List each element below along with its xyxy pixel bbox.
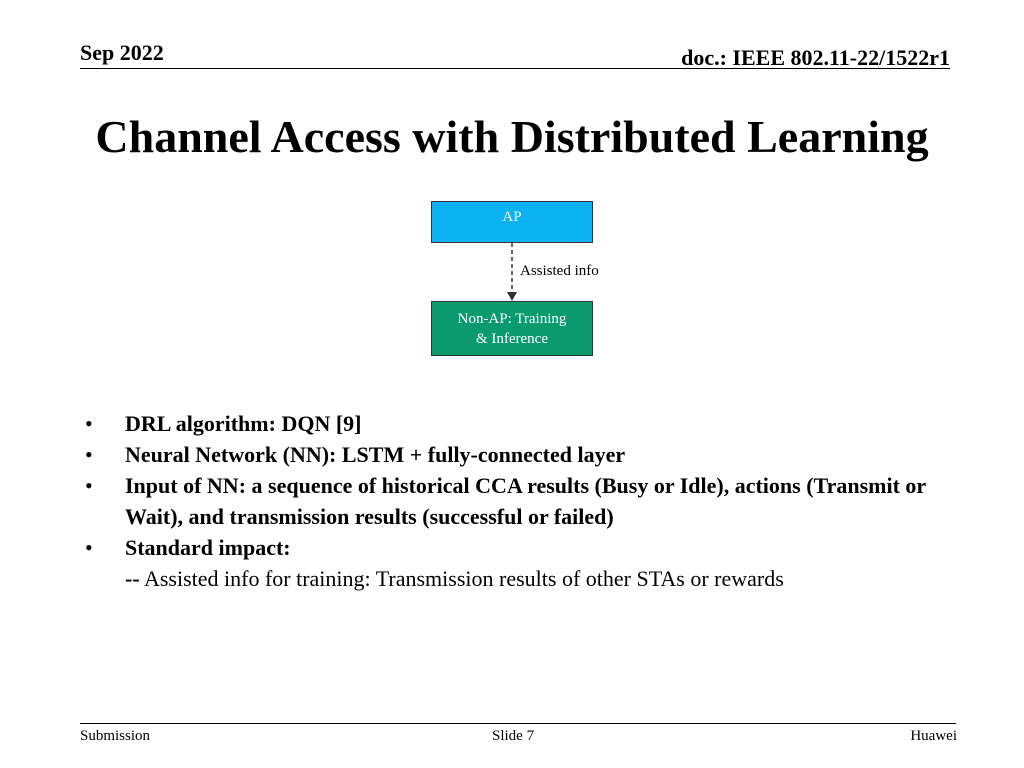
bullet-item: • Neural Network (NN): LSTM + fully-conne… [85,439,965,470]
bullet-dot: • [85,411,93,436]
ap-node-label: AP [502,209,522,225]
bullet-dot: • [85,473,93,498]
sub-bullet-text: Assisted info for training: Transmission… [139,566,784,591]
bullet-dot: • [85,442,93,467]
bullet-text: Input of NN: a sequence of historical CC… [125,473,926,529]
edge-label: Assisted info [520,263,599,279]
bullet-text: Standard impact: [125,535,291,560]
sub-bullet: -- Assisted info for training: Transmiss… [85,563,965,594]
arrow-head [507,292,517,301]
footer-slide-number: Slide 7 [492,728,535,744]
non-ap-node: Non-AP: Training & Inference [431,301,593,356]
header-date: Sep 2022 [80,40,164,65]
bullet-item: • Input of NN: a sequence of historical C… [85,470,965,532]
non-ap-label-line2: & Inference [475,331,549,347]
footer-company: Huawei [910,728,957,744]
header-divider [80,68,950,69]
non-ap-label-line1: Non-AP: Training [457,311,567,327]
header-doc-id: doc.: IEEE 802.11-22/1522r1 [681,45,950,70]
sub-bullet-prefix: -- [125,566,140,591]
bullet-list: • DRL algorithm: DQN [9] • Neural Network … [85,408,965,594]
bullet-dot: • [85,535,93,560]
footer-divider [80,723,956,724]
footer-submission: Submission [80,728,151,744]
slide-title: Channel Access with Distributed Learning [95,111,929,162]
bullet-text: Neural Network (NN): LSTM + fully-connec… [125,442,626,467]
bullet-item: • Standard impact: [85,532,965,563]
bullet-text: DRL algorithm: DQN [9] [125,411,362,436]
bullet-item: • DRL algorithm: DQN [9] [85,408,965,439]
ap-node: AP [431,201,593,243]
